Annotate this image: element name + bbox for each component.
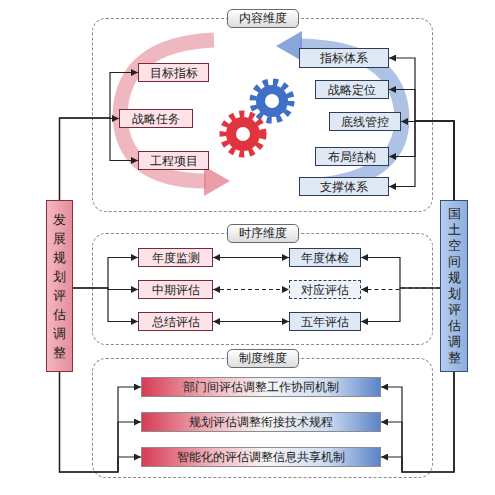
gear-teeth — [253, 82, 291, 120]
box-label: 指标体系 — [320, 51, 368, 65]
gear — [256, 85, 288, 117]
dimension-region: 制度维度部门间评估调整工作协同机制规划评估调整衔接技术规程智能化的评估调整信息共… — [92, 358, 433, 478]
box-label: 布局结构 — [328, 150, 376, 164]
connector-arrow — [361, 288, 440, 290]
content-box: 战略定位 — [315, 80, 389, 99]
connector-arrow — [361, 288, 440, 322]
cycle-arrow — [300, 46, 402, 186]
box-label: 智能化的评估调整信息共享机制 — [177, 450, 345, 464]
box-label: 中期评估 — [152, 283, 200, 297]
cycle-arrow-head — [204, 166, 230, 196]
box-label: 战略定位 — [328, 83, 376, 97]
gear — [226, 117, 260, 151]
gear-hole — [236, 127, 250, 141]
box-label: 年度体检 — [301, 251, 349, 265]
region-title: 制度维度 — [227, 349, 299, 368]
gear-hole — [265, 94, 279, 108]
connector-arrow — [381, 372, 454, 472]
connector-arrow — [213, 257, 289, 258]
connector-arrow — [60, 118, 139, 200]
timing-box: 总结评估 — [138, 312, 213, 331]
content-box: 底线管控 — [329, 112, 401, 131]
box-label: 工程项目 — [150, 154, 198, 168]
box-label: 部门间评估调整工作协同机制 — [183, 380, 339, 394]
mechanism-bar: 部门间评估调整工作协同机制 — [141, 377, 381, 397]
connector-arrow — [73, 258, 138, 289]
content-box: 目标指标 — [138, 63, 209, 82]
content-box: 战略任务 — [119, 109, 193, 128]
connector-arrow — [73, 288, 138, 290]
content-box: 工程项目 — [138, 151, 209, 170]
cycle-arrow — [120, 40, 214, 181]
gear-teeth — [223, 114, 263, 154]
box-label: 国土空间规划评估调整 — [445, 206, 463, 366]
connector-arrow — [389, 121, 454, 200]
content-box: 布局结构 — [315, 147, 389, 166]
timing-box: 五年评估 — [289, 312, 361, 331]
box-label: 支撑体系 — [320, 180, 368, 194]
mechanism-bar: 规划评估调整衔接技术规程 — [141, 412, 381, 432]
box-label: 总结评估 — [152, 315, 200, 329]
connector-arrow — [73, 288, 138, 322]
mechanism-bar: 智能化的评估调整信息共享机制 — [141, 447, 381, 467]
connector-arrow — [401, 121, 454, 200]
content-box: 指标体系 — [299, 48, 389, 68]
timing-box: 年度体检 — [289, 248, 361, 267]
connector-arrow — [60, 372, 142, 472]
connector-arrow — [60, 118, 120, 200]
box-label: 五年评估 — [301, 315, 349, 329]
content-box: 支撑体系 — [299, 177, 389, 196]
box-label: 年度监测 — [152, 251, 200, 265]
connector-arrow — [381, 372, 454, 472]
timing-box: 对应评估 — [289, 280, 361, 299]
connector-arrow — [60, 372, 142, 472]
region-title: 内容维度 — [227, 9, 299, 28]
connector-arrow — [60, 73, 139, 201]
connector-arrow — [60, 372, 142, 472]
box-label: 目标指标 — [150, 66, 198, 80]
connector-arrow — [389, 58, 454, 200]
connector-arrow — [389, 90, 454, 201]
region-title: 时序维度 — [227, 224, 299, 243]
connector-arrow — [361, 258, 440, 289]
box-label: 规划评估调整衔接技术规程 — [189, 415, 333, 429]
connector-arrow — [213, 289, 289, 290]
box-label: 对应评估 — [301, 283, 349, 297]
box-label: 战略任务 — [132, 112, 180, 126]
dimension-region: 内容维度目标指标战略任务工程项目指标体系战略定位底线管控布局结构支撑体系 — [92, 18, 433, 212]
connector-arrow — [389, 121, 454, 200]
dimension-region: 时序维度年度监测年度体检中期评估对应评估总结评估五年评估 — [92, 233, 433, 345]
box-label: 底线管控 — [341, 115, 389, 129]
timing-box: 年度监测 — [138, 248, 213, 267]
connector-arrow — [381, 372, 454, 472]
side-process-box: 国土空间规划评估调整 — [440, 200, 468, 372]
connector-arrow — [213, 321, 289, 322]
timing-box: 中期评估 — [138, 280, 213, 299]
side-process-box: 发展规划评估调整 — [46, 200, 73, 372]
box-label: 发展规划评估调整 — [51, 210, 68, 362]
